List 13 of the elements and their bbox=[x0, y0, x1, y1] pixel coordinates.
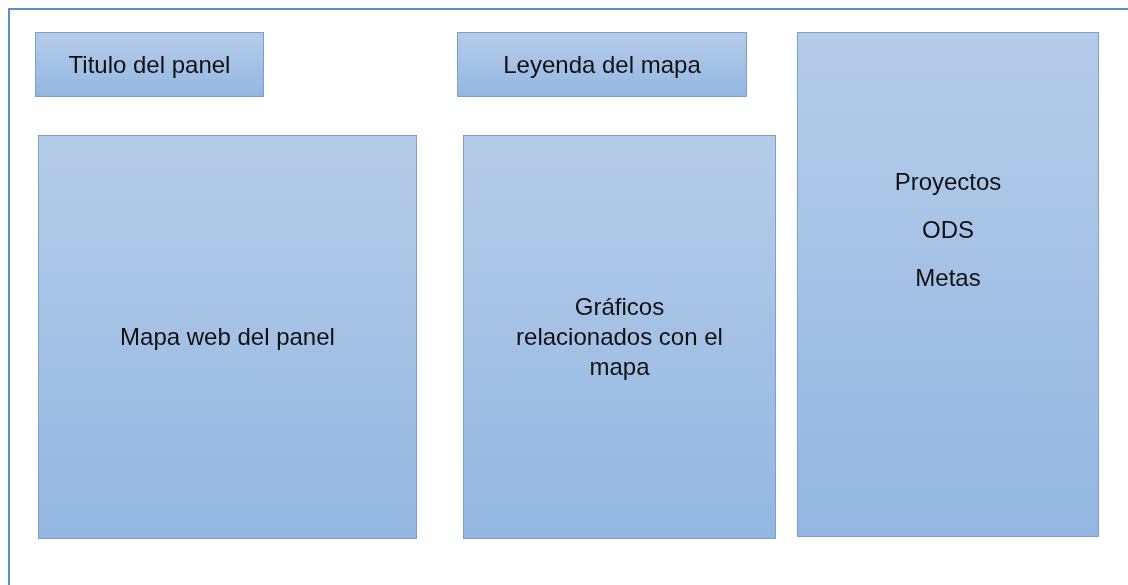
panel-box bbox=[38, 135, 417, 539]
box-label: Leyenda del mapa bbox=[503, 49, 701, 80]
panel-box bbox=[457, 32, 747, 97]
box-label: ODS bbox=[922, 214, 974, 245]
box-label: Metas bbox=[915, 262, 981, 293]
panel-box bbox=[35, 32, 264, 97]
panel-box bbox=[463, 135, 776, 539]
box-label: Titulo del panel bbox=[68, 49, 231, 80]
side-panel-box bbox=[797, 32, 1099, 537]
frame-border bbox=[8, 8, 1128, 585]
box-label: Gráficos relacionados con el mapa bbox=[516, 292, 723, 382]
box-label: Mapa web del panel bbox=[120, 322, 335, 352]
box-label: Proyectos bbox=[894, 166, 1002, 197]
